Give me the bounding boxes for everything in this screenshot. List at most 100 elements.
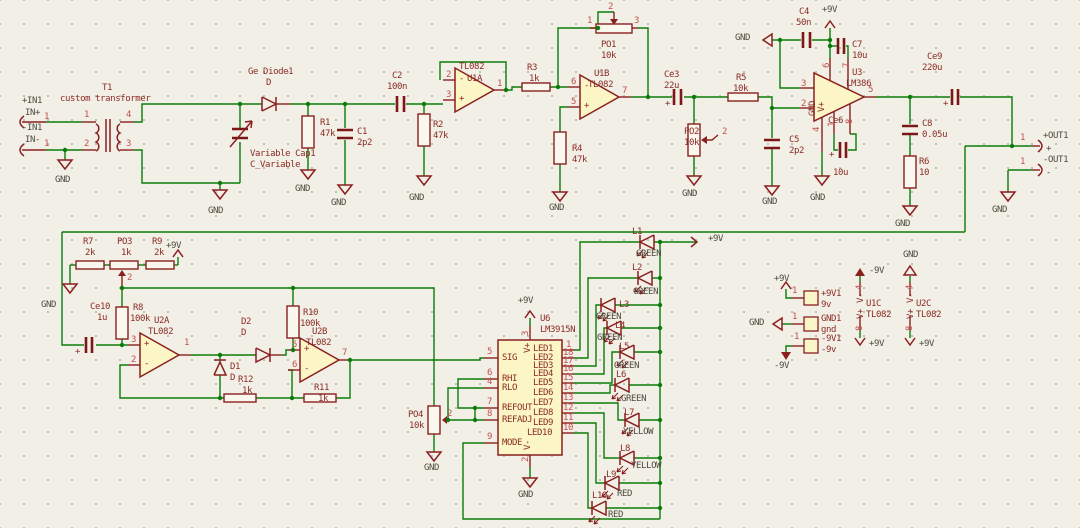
label-Ge_Diode1: Ge Diode1 <box>248 67 294 77</box>
label-T1: T1 <box>102 83 113 93</box>
label-gnd: gnd <box>821 325 837 335</box>
label-R5: R5 <box>736 73 747 83</box>
label-10: 10 <box>563 423 574 433</box>
label-9: 9 <box>487 432 493 442</box>
label--9v: -9v <box>821 345 837 355</box>
label-5: 5 <box>292 340 298 350</box>
led-L10 <box>588 500 607 525</box>
label-15: 15 <box>563 373 574 383</box>
label-GREEN: GREEN <box>636 249 662 259</box>
label-4: 4 <box>487 377 493 387</box>
label-1k: 1k <box>318 394 329 404</box>
transformer-T1 <box>94 119 122 152</box>
label-6: 6 <box>487 368 493 378</box>
gnd-symbol <box>686 175 702 186</box>
label--: - <box>144 359 150 369</box>
label-YELLOW: YELLOW <box>631 461 662 471</box>
label-L10: L10 <box>592 491 608 501</box>
capacitor-C7 <box>836 38 846 54</box>
label-U2B: U2B <box>312 327 328 337</box>
label-+9V: +9V <box>518 296 534 306</box>
label-17: 17 <box>563 356 574 366</box>
label-6: 6 <box>822 62 832 68</box>
label-GND: GND <box>55 175 71 185</box>
gnd-symbol <box>426 451 442 462</box>
resistor-R2 <box>417 113 431 147</box>
label-+: + <box>829 150 835 160</box>
label-GND: GND <box>810 193 826 203</box>
label-1: 1 <box>84 110 90 120</box>
capacitor-Ce3 <box>672 89 683 105</box>
label-3: 3 <box>446 90 452 100</box>
label-SIG: SIG <box>502 353 518 363</box>
opamp-U2A <box>139 331 181 379</box>
capacitor-C1 <box>337 128 353 140</box>
wires <box>46 11 1032 520</box>
label-6: 6 <box>292 360 298 370</box>
resistor-R8 <box>115 306 129 340</box>
label-2k: 2k <box>85 248 96 258</box>
label-LED6: LED6 <box>533 388 554 398</box>
label-8: 8 <box>855 325 865 331</box>
label-L7: L7 <box>624 408 635 418</box>
label-C7: C7 <box>852 40 863 50</box>
label-4: 4 <box>126 110 132 120</box>
label-10u: 10u <box>852 51 868 61</box>
label-5: 5 <box>571 97 577 107</box>
label-1u: 1u <box>97 313 108 323</box>
capacitor-Ce10 <box>84 337 94 353</box>
label-GND: GND <box>749 318 765 328</box>
label-4: 4 <box>812 126 822 132</box>
label-C5: C5 <box>789 135 800 145</box>
diode-D1 <box>213 359 228 376</box>
gnd-flag-left-icon <box>771 316 783 332</box>
gnd-symbol <box>764 185 780 196</box>
label-V+: V+ <box>523 342 533 353</box>
label-+: + <box>584 101 590 111</box>
label-2p2: 2p2 <box>789 146 805 156</box>
resistor-R6 <box>903 155 917 189</box>
label-V-: V- <box>523 439 533 450</box>
connector-+9V1 <box>803 290 819 306</box>
plus9v-arrow-icon <box>854 337 866 346</box>
label-IN-: IN- <box>25 135 41 145</box>
label-L5: L5 <box>619 342 630 352</box>
opamp-U1B <box>579 73 621 121</box>
label-custom_transformer: custom transformer <box>60 94 151 104</box>
label-22u: 22u <box>664 81 680 91</box>
label-U2C: U2C <box>916 299 932 309</box>
label-R1: R1 <box>320 118 331 128</box>
label-R4: R4 <box>572 144 583 154</box>
opamp-U2B <box>299 336 341 384</box>
label-L1: L1 <box>632 227 643 237</box>
label-5: 5 <box>487 347 493 357</box>
label-1: 1 <box>1020 157 1026 167</box>
label-47k: 47k <box>433 131 449 141</box>
label-R10: R10 <box>303 308 319 318</box>
potentiometer-PO3 <box>109 260 139 276</box>
plus9v-arrow-icon <box>172 249 184 258</box>
label-V+: V+ <box>817 101 827 112</box>
label-100k: 100k <box>300 319 321 329</box>
gnd-symbol <box>300 169 316 180</box>
label-PO1: PO1 <box>601 40 617 50</box>
label-5: 5 <box>868 85 874 95</box>
label-U3: U3 <box>852 68 863 78</box>
label-D1: D1 <box>230 362 241 372</box>
label-LED10: LED10 <box>527 428 553 438</box>
label-GND: GND <box>518 490 534 500</box>
label-R12: R12 <box>238 375 254 385</box>
gnd-symbol <box>62 283 78 294</box>
connector-GND1 <box>803 316 819 332</box>
label-100n: 100n <box>387 82 408 92</box>
label-GND: GND <box>331 198 347 208</box>
label-10k: 10k <box>684 138 700 148</box>
label-R9: R9 <box>152 237 163 247</box>
label-3: 3 <box>521 330 531 336</box>
gnd-symbol <box>416 175 432 186</box>
connector--9V1 <box>803 338 819 354</box>
plus9v-arrow-right-icon <box>690 236 699 248</box>
potentiometer-PO1 <box>595 19 633 34</box>
